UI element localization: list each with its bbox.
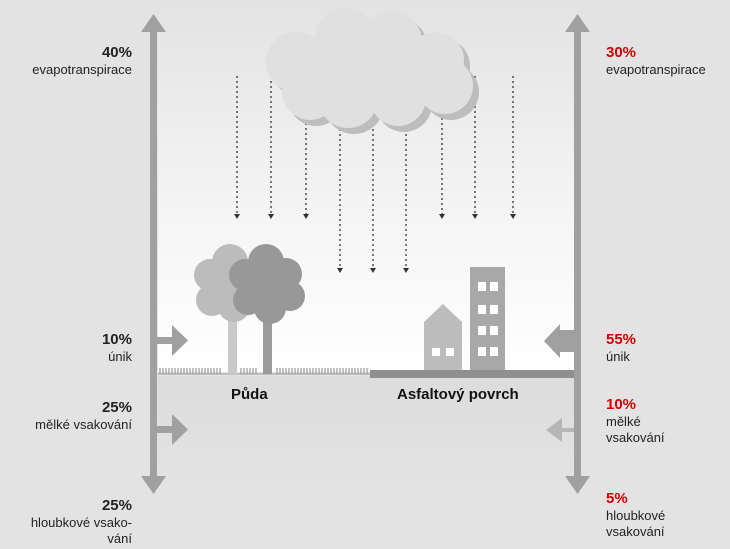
rain-drop-head <box>472 214 478 219</box>
rain-drops <box>234 76 516 273</box>
right-evapotranspiration-label: 30% evapotranspirace <box>606 44 706 78</box>
house-icon <box>424 304 462 370</box>
tree-dark-icon <box>229 244 305 374</box>
right-deep-percent: 5% <box>606 490 628 507</box>
rain-drop-head <box>439 214 445 219</box>
right-runoff-percent: 55% <box>606 331 637 348</box>
left-deep-text-line1: hloubkové vsako- <box>30 515 132 530</box>
asphalt-surface <box>370 370 578 378</box>
left-deep-text-line2: vání <box>107 531 132 546</box>
grass-strip <box>159 368 368 374</box>
asphalt-label: Asfaltový povrch <box>397 386 519 403</box>
left-shallow-percent: 25% <box>101 399 132 416</box>
left-evapo-percent: 40% <box>101 44 132 61</box>
left-evapo-text: evapotranspirace <box>32 62 132 77</box>
right-deep-text-line2: vsakování <box>606 524 665 539</box>
right-shallow-text-line1: mělké <box>606 414 641 429</box>
rain-drop-head <box>403 268 409 273</box>
right-evapo-text: evapotranspirace <box>606 62 706 77</box>
left-shallow-label: 25% mělké vsakování <box>35 399 132 433</box>
rain-drop-head <box>234 214 240 219</box>
rain-drop-head <box>268 214 274 219</box>
right-deep-text-line1: hloubkové <box>606 508 666 523</box>
right-shallow-arrow <box>546 418 574 442</box>
left-evapotranspiration-label: 40% evapotranspirace <box>32 44 132 78</box>
left-shallow-text: mělké vsakování <box>35 417 132 432</box>
right-shallow-label: 10% mělké vsakování <box>606 396 665 446</box>
left-runoff-arrow <box>157 325 188 356</box>
building-icon <box>470 267 505 370</box>
right-deep-label: 5% hloubkové vsakování <box>606 490 665 540</box>
left-runoff-text: únik <box>108 349 132 364</box>
right-runoff-arrow <box>544 324 574 358</box>
right-evapo-percent: 30% <box>606 44 637 61</box>
left-deep-percent: 25% <box>101 497 132 514</box>
cloud-icon <box>266 8 479 134</box>
left-runoff-label: 10% únik <box>102 331 132 365</box>
right-shallow-text-line2: vsakování <box>606 430 665 445</box>
rain-drop-head <box>303 214 309 219</box>
right-runoff-label: 55% únik <box>606 331 636 365</box>
rain-drop-head <box>370 268 376 273</box>
right-shallow-percent: 10% <box>606 396 637 413</box>
right-vertical-arrow <box>565 14 590 494</box>
left-vertical-arrow <box>141 14 166 494</box>
underground-area <box>158 376 578 486</box>
left-runoff-percent: 10% <box>101 331 132 348</box>
rain-drop-head <box>337 268 343 273</box>
left-deep-label: 25% hloubkové vsako- vání <box>31 497 132 547</box>
soil-label: Půda <box>231 386 268 403</box>
right-runoff-text: únik <box>606 349 630 364</box>
rain-drop-head <box>510 214 516 219</box>
left-shallow-arrow <box>157 414 188 445</box>
